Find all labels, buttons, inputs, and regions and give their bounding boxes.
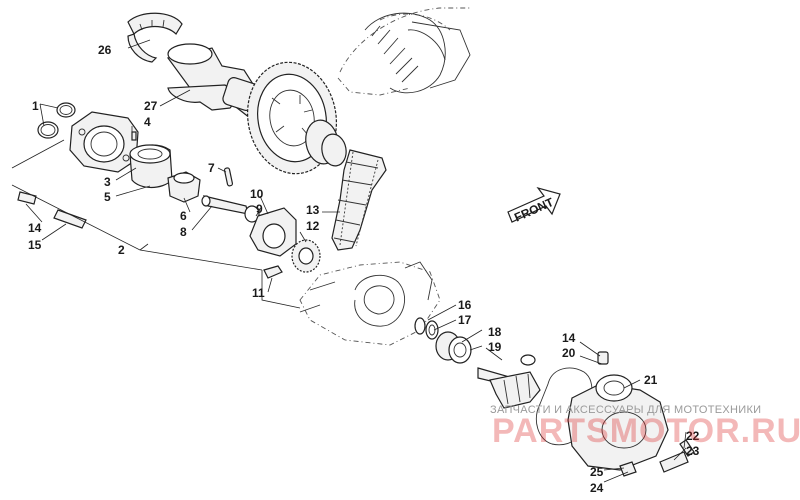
callout-14-left: 14: [28, 221, 42, 235]
callout-17: 17: [458, 313, 472, 327]
watermark-brand: PARTSMOTOR.RU: [492, 412, 800, 450]
callout-1: 1: [32, 99, 39, 113]
callout-3: 3: [104, 175, 111, 189]
callout-12: 12: [306, 219, 320, 233]
callout-24: 24: [590, 481, 604, 495]
callout-23: 23: [686, 444, 700, 458]
pump-rotor-outer: [129, 144, 173, 189]
callout-15: 15: [28, 238, 42, 252]
pump-cover-and-sprocket: [249, 207, 321, 279]
water-pump-cover: [567, 351, 695, 477]
crankcase-outline-middle: [299, 261, 441, 346]
watermark-tagline: ЗАПЧАСТИ И АКСЕССУАРЫ ДЛЯ МОТОТЕХНИКИ: [490, 404, 762, 416]
callout-6: 6: [180, 209, 187, 223]
o-rings: [37, 102, 76, 139]
callout-19: 19: [488, 340, 502, 354]
callout-21: 21: [644, 373, 658, 387]
front-direction-arrow: FRONT: [507, 186, 561, 225]
callout-26: 26: [98, 43, 112, 57]
callout-25: 25: [590, 465, 604, 479]
callout-9: 9: [256, 202, 263, 216]
callout-11: 11: [252, 286, 265, 300]
callout-2: 2: [118, 243, 125, 257]
timing-chain: [331, 149, 387, 251]
callout-20: 20: [562, 346, 576, 360]
callout-10: 10: [250, 187, 264, 201]
crankcase-outline-top: [337, 7, 471, 96]
callout-16: 16: [458, 298, 472, 312]
callout-13: 13: [306, 203, 320, 217]
callout-8: 8: [180, 225, 187, 239]
callout-14-right: 14: [562, 331, 576, 345]
pump-shaft-and-pin: [201, 167, 260, 223]
pump-housing: [69, 111, 139, 173]
callout-7: 7: [208, 161, 215, 175]
drive-gear: [246, 61, 347, 175]
callout-labels: 26 27 1 4 3 5 6 7 8 10 9 13 12 11 2 14 1…: [28, 43, 700, 495]
bearing-shell: [127, 12, 183, 63]
callout-5: 5: [104, 190, 111, 204]
impeller-shaft: [477, 354, 541, 409]
oil-seal-and-washers: [414, 317, 472, 364]
pump-rotor-inner: [167, 171, 201, 203]
front-arrow-label: FRONT: [512, 195, 556, 225]
pump-dowels-and-bolt: [17, 191, 87, 229]
callout-22: 22: [686, 429, 700, 443]
leader-lines: [25, 39, 687, 483]
callout-18: 18: [488, 325, 502, 339]
callout-4: 4: [144, 115, 151, 129]
assembly-bracket: [11, 139, 301, 309]
callout-27: 27: [144, 99, 158, 113]
